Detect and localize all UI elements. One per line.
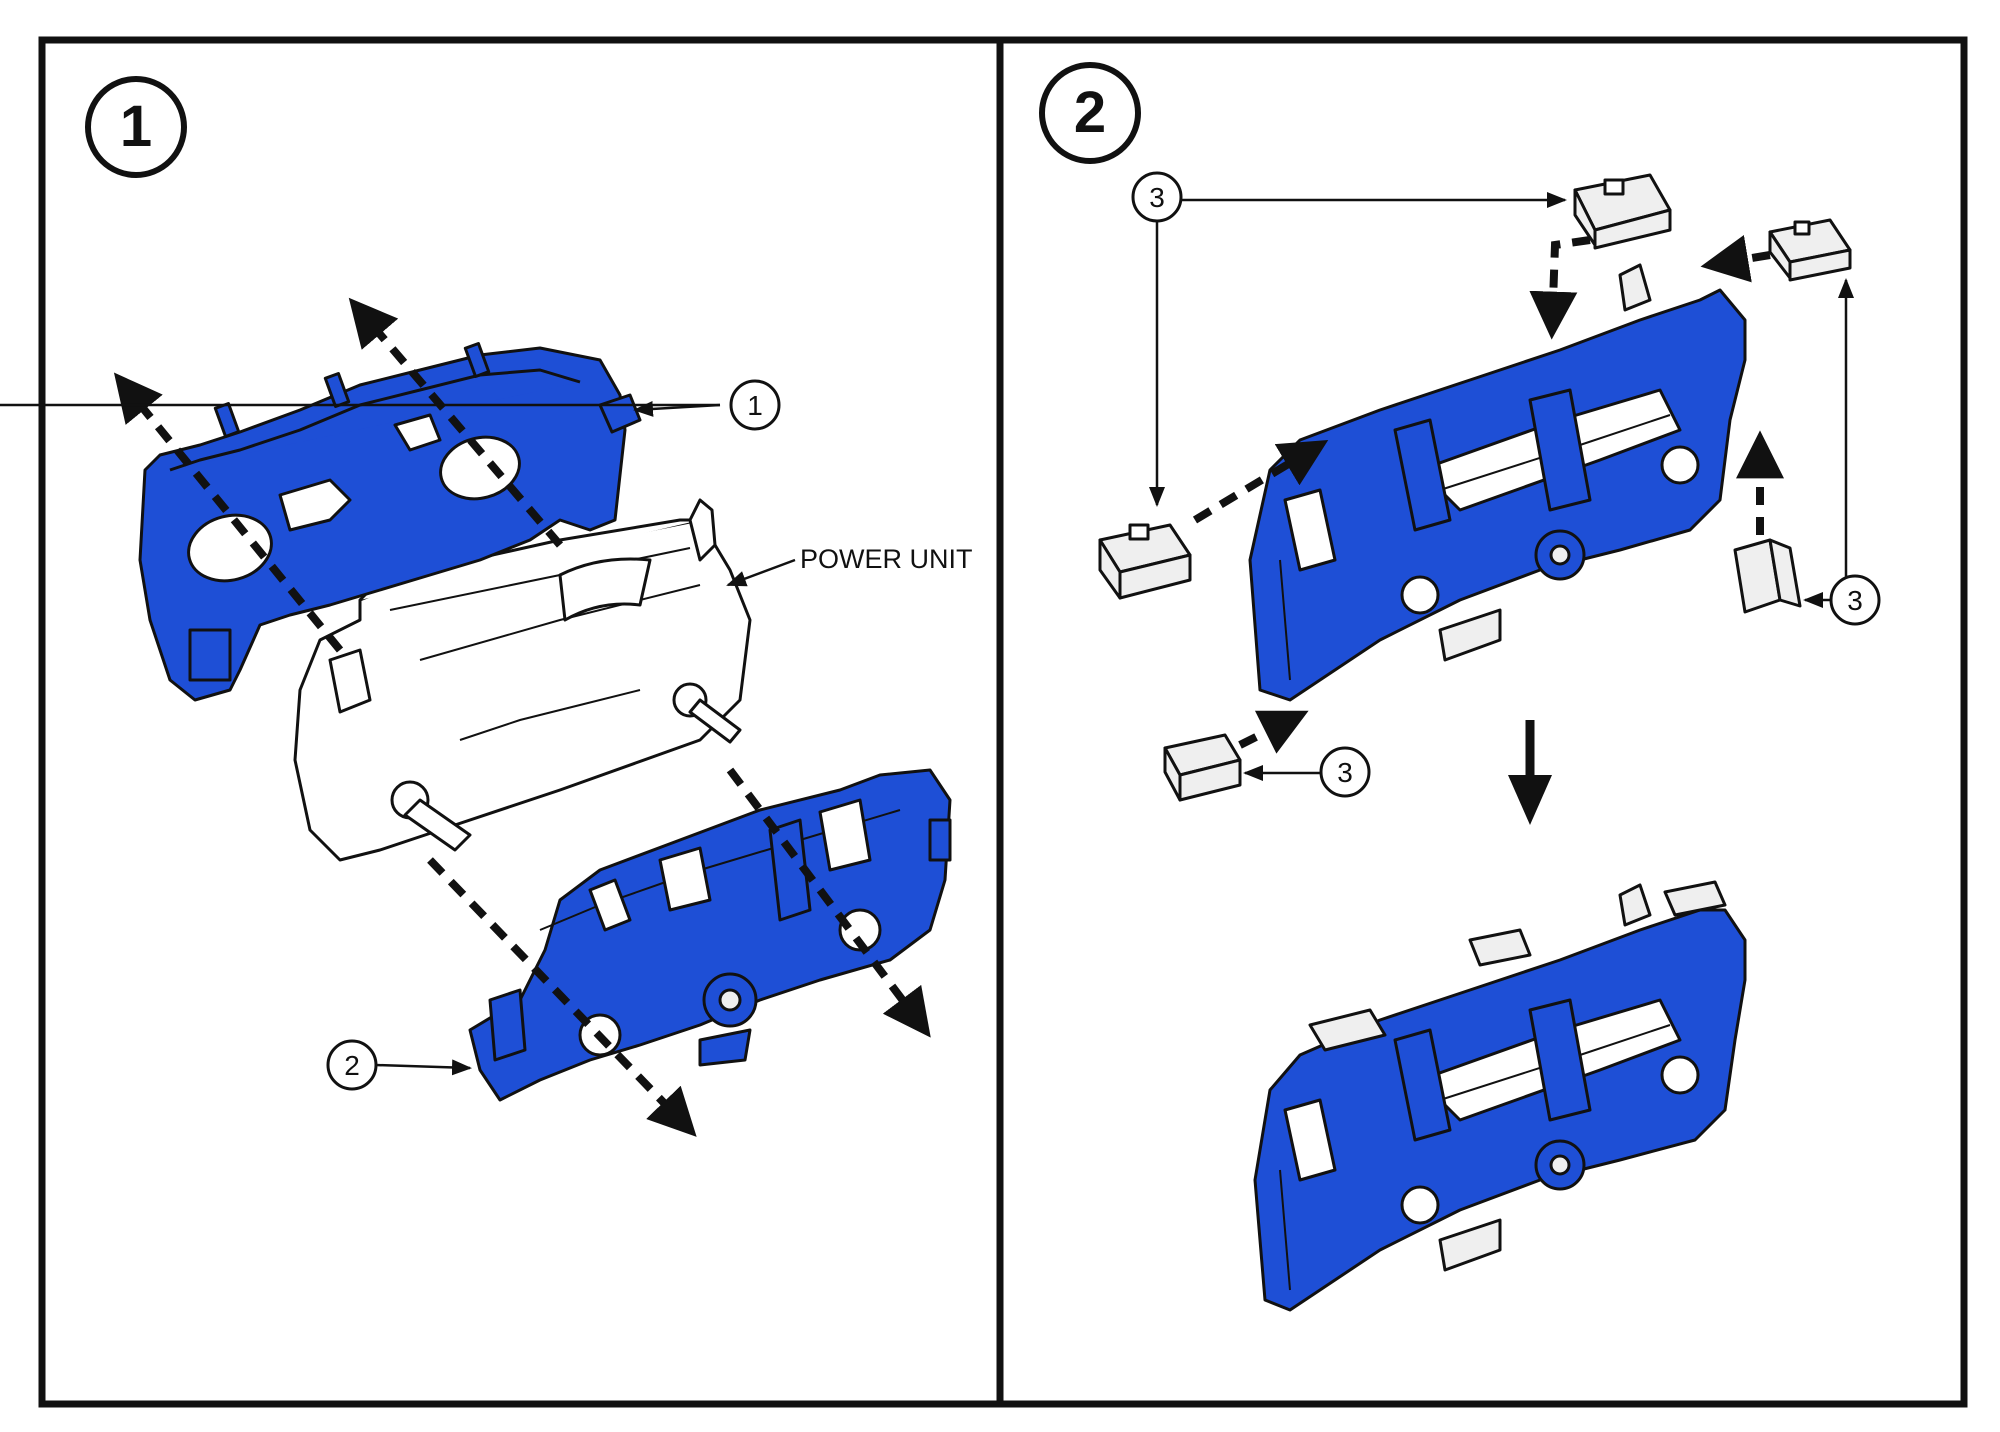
panel-step-2: 2	[1039, 62, 1881, 1312]
step-2-number: 2	[1074, 80, 1106, 145]
callout-part-3-top: 3	[1131, 171, 1567, 507]
power-unit-callout: POWER UNIT	[726, 544, 973, 587]
callout-1-label: 1	[747, 390, 763, 421]
callout-part-3-bottom: 3	[1243, 746, 1371, 798]
explode-lines-step-2	[1192, 235, 1784, 754]
clip-left	[1098, 523, 1192, 600]
clip-top	[1573, 173, 1672, 250]
step-2-badge: 2	[1039, 62, 1141, 164]
step-1-badge: 1	[85, 76, 187, 178]
sequence-arrow	[1508, 720, 1552, 825]
callout-2-label: 2	[344, 1050, 360, 1081]
callout-3-right-label: 3	[1847, 585, 1863, 616]
callout-part-3-right: 3	[1803, 278, 1881, 626]
power-unit-label: POWER UNIT	[800, 544, 973, 574]
step-1-number: 1	[120, 94, 152, 159]
callout-3-top-label: 3	[1149, 182, 1165, 213]
clip-lower-right	[1733, 538, 1802, 614]
callout-part-1: 1	[0, 379, 781, 431]
explode-lines-step-1	[113, 297, 931, 1137]
callout-part-2: 2	[326, 1039, 472, 1091]
callout-3-bottom-label: 3	[1337, 757, 1353, 788]
side-frame-part-2	[468, 768, 952, 1102]
clip-lower-left	[1163, 733, 1242, 802]
power-unit	[293, 498, 752, 862]
panel-step-1: 1	[0, 76, 973, 1137]
assembly-completed	[1253, 880, 1747, 1312]
clip-right	[1768, 218, 1852, 282]
assembly-exploded	[1248, 263, 1747, 702]
side-frame-part-1	[138, 342, 642, 702]
